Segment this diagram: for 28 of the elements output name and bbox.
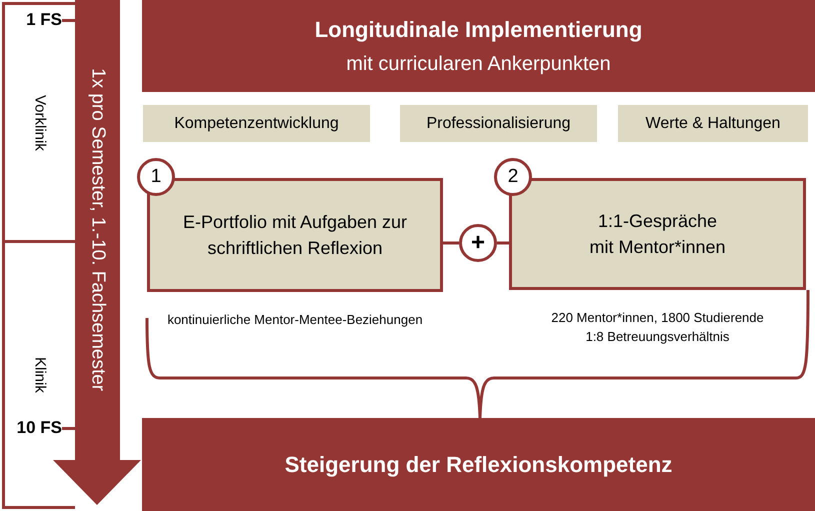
category-label: Werte & Haltungen [646,114,780,132]
category-label: Professionalisierung [426,114,571,132]
connector-line [497,242,509,244]
box-text: E-Portfolio mit Aufgaben zur schriftlichen Reflexion [182,210,408,260]
category-tag [618,105,808,142]
section-label: Klinik [32,356,48,392]
semester-label: 1 FS [25,9,62,31]
category-tag [400,105,597,142]
step-number-circle: 1 [137,158,175,196]
caption-text: 220 Mentor*innen, 1800 Studierende [550,310,765,325]
plus-circle: + [459,224,497,262]
heading-text: Longitudinale Implementierung [314,16,642,42]
connector-line [443,242,459,244]
arrow-label: 1x pro Semester, 1.-10. Fachsemester [86,68,108,392]
category-label: Kompetenzentwicklung [174,114,339,132]
box-text: 1:1-Gespräche mit Mentor*innen [588,210,727,259]
heading-text: Steigerung der Reflexionskompetenz [284,452,672,478]
section-panel [2,2,75,243]
category-tag [143,105,370,142]
header-band [142,0,815,92]
section-panel [2,243,75,509]
caption-text: kontinuierliche Mentor-Mentee-Beziehungen [166,312,424,327]
result-band [142,418,815,511]
semester-label: 10 FS [16,417,62,439]
step-number-circle: 2 [494,158,532,196]
caption-text: 1:8 Betreuungsverhältnis [584,329,730,344]
section-label: Vorklinik [32,94,48,150]
subheading-text: mit curricularen Ankerpunkten [346,52,611,76]
